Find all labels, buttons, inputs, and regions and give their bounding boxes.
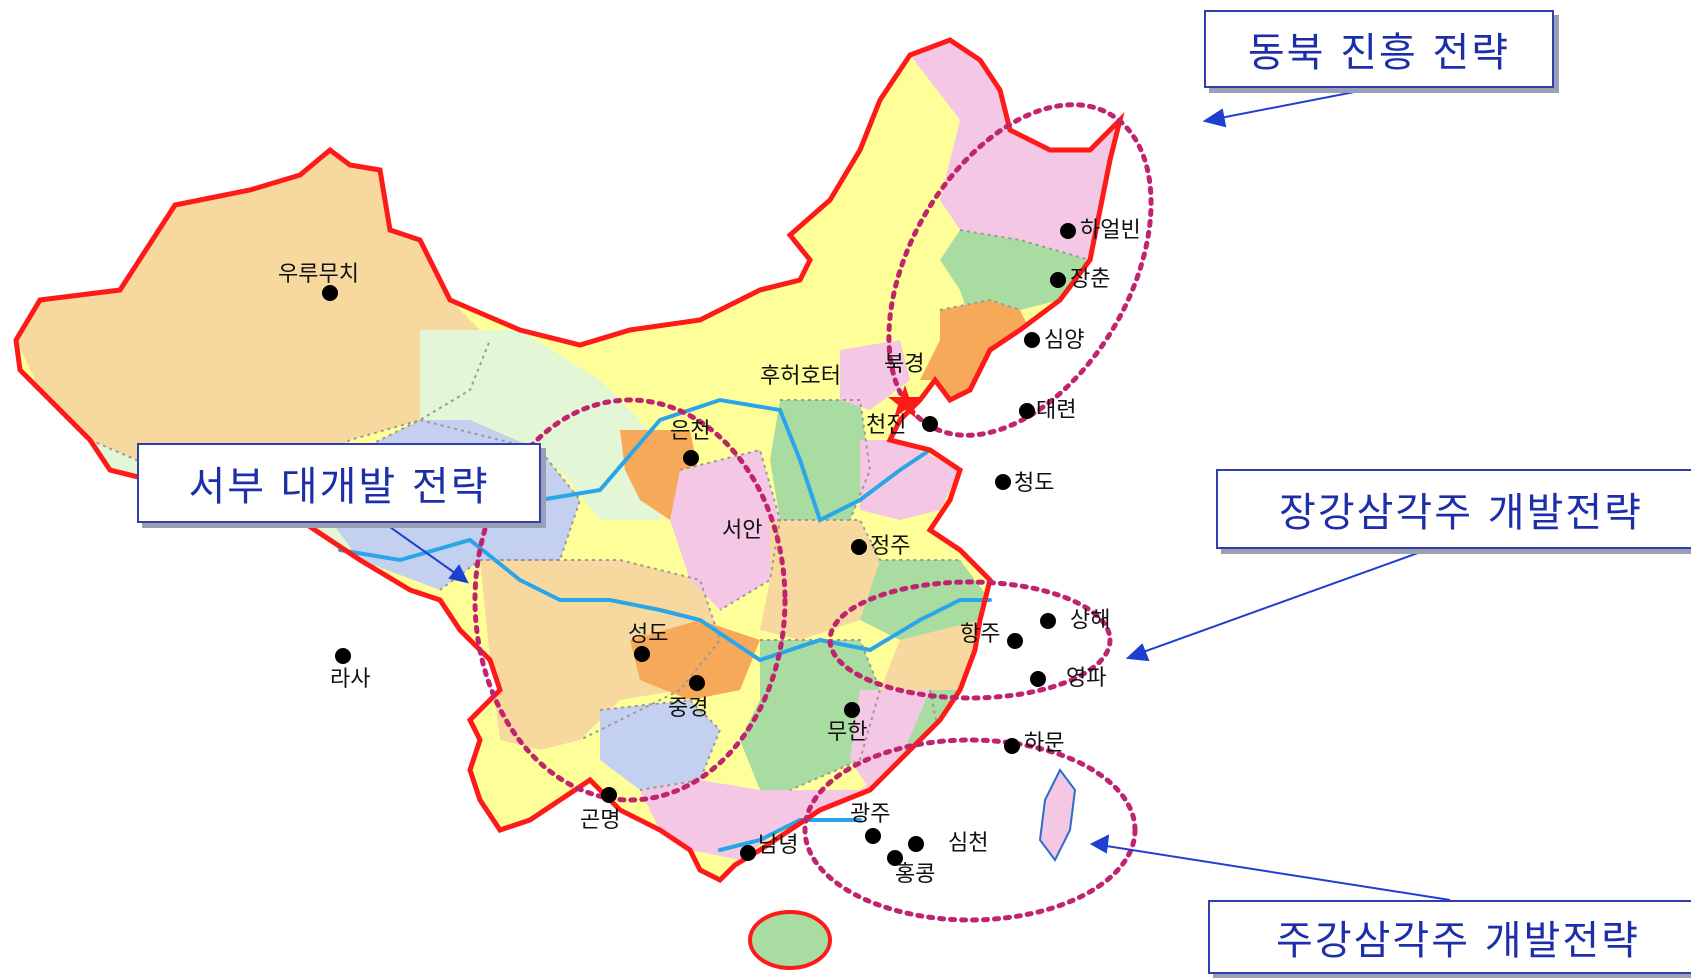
city-label-xiamen: 하문 [1024,731,1065,756]
city-dots [322,223,1076,866]
hangzhou-dot [1007,633,1023,649]
city-label-zhengzhou: 정주 [870,534,911,559]
lhasa-dot [335,648,351,664]
city-label-yinchuan: 은천 [670,419,711,444]
yinchuan-dot [683,450,699,466]
city-label-nanning: 남녕 [758,833,799,858]
city-label-dalian: 대련 [1036,398,1077,423]
strategy-regions [472,102,1154,923]
city-label-chengdu: 성도 [628,622,669,647]
hongkong-dot [887,850,903,866]
urumqi-dot [322,285,338,301]
taiwan-island [1038,768,1077,862]
city-label-hangzhou: 항주 [960,622,1001,647]
city-label-chongqing: 중경 [668,696,709,721]
dalian-dot [1019,403,1035,419]
callout-northeast-strategy: 동북 진흥 전략 [1204,10,1554,88]
shenzhen-dot [908,836,924,852]
callout-pearl-strategy: 주강삼각주 개발전략 [1208,900,1691,974]
callout-yangtze-strategy: 장강삼각주 개발전략 [1216,469,1691,549]
harbin-dot [1060,223,1076,239]
pearl-region-ellipse [802,737,1138,923]
tianjin-dot [922,416,938,432]
guangzhou-dot [865,828,881,844]
shanghai-dot [1040,613,1056,629]
city-label-ningbo: 영파 [1066,666,1107,691]
city-label-tianjin: 천진 [866,413,907,438]
qingdao-dot [995,474,1011,490]
chongqing-dot [689,675,705,691]
city-label-lhasa: 라사 [330,667,371,692]
city-label-harbin: 하얼빈 [1080,218,1141,243]
city-label-shenyang: 심양 [1044,328,1085,353]
city-label-wuhan: 무한 [827,720,868,745]
rivers [338,397,992,852]
hainan-island [748,910,832,970]
wuhan-dot [844,702,860,718]
west-region-ellipse [472,397,788,803]
city-label-guangzhou: 광주 [850,802,891,827]
ningbo-dot [1030,671,1046,687]
zhengzhou-dot [851,539,867,555]
chengdu-dot [634,646,650,662]
city-label-qingdao: 청도 [1014,471,1055,496]
city-label-hongkong: 홍콩 [895,862,936,887]
city-label-urumqi: 우루무치 [278,262,359,287]
city-label-shenzhen: 심천 [948,831,989,856]
changchun-dot [1050,272,1066,288]
city-label-changchun: 장춘 [1070,267,1111,292]
beijing-star-icon [888,385,922,418]
city-label-shanghai: 상해 [1070,608,1111,633]
callout-west-strategy: 서부 대개발 전략 [137,443,541,523]
city-label-beijing: 북경 [884,352,925,377]
callout-arrows [379,86,1451,901]
yangtze-region-ellipse [827,579,1113,701]
city-label-kunming: 곤명 [580,808,621,833]
kunming-dot [601,787,617,803]
city-label-hohhot: 후허호터 [760,364,841,389]
city-label-xian: 서안 [722,518,763,543]
nanning-dot [740,845,756,861]
xiamen-dot [1004,738,1020,754]
shenyang-dot [1024,332,1040,348]
